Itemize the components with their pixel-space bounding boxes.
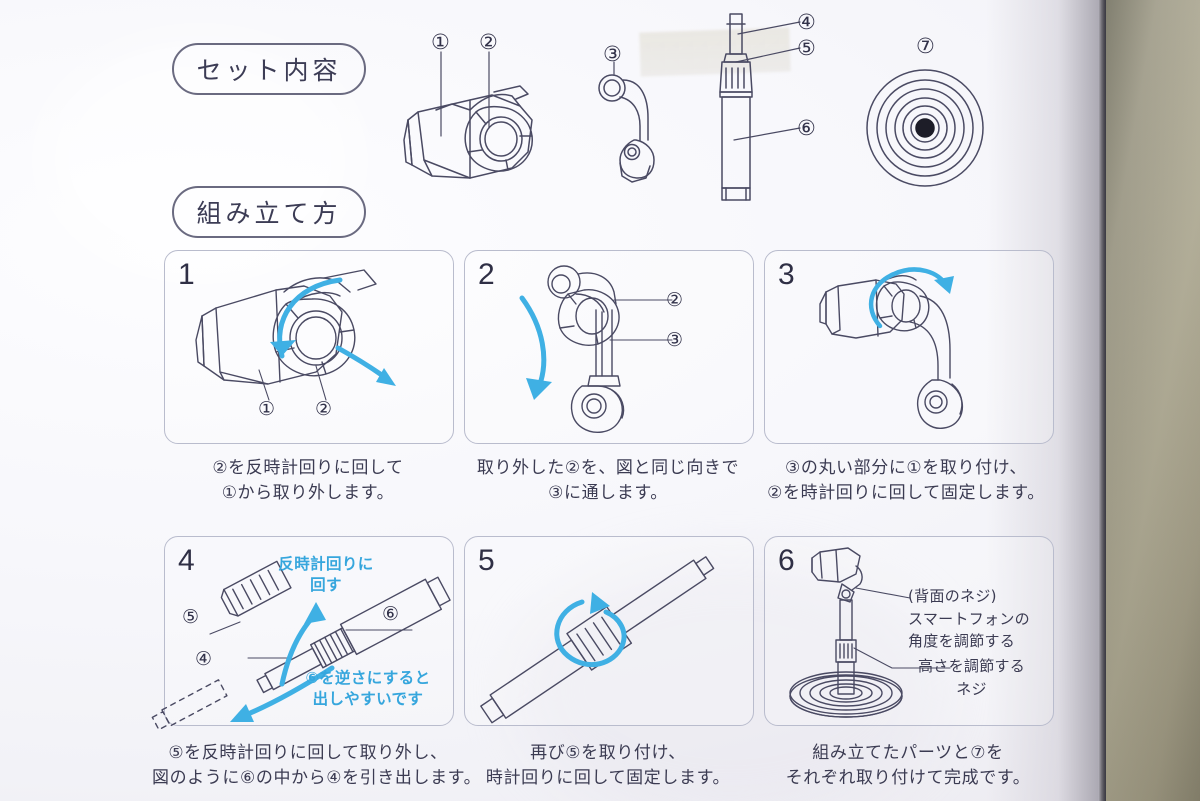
step-2-callout-2: ② [666, 289, 684, 311]
step-1-caption: ②を反時計回りに回して ①から取り外します。 [164, 456, 452, 505]
step-4-note-1-line-2: 回す [310, 575, 342, 594]
step-3-caption-line-1: ③の丸い部分に①を取り付け、 [784, 458, 1028, 478]
step-4-callout-5: ⑤ [182, 606, 200, 628]
step-number-5: 5 [478, 544, 495, 577]
step-6-caption-line-2: それぞれ取り付けて完成です。 [785, 767, 1031, 788]
step-6-annotation-2-line-1: 高さを調節する [918, 657, 1026, 675]
background-surface [1105, 0, 1200, 801]
step-6-annotation-1-line-1: (背面のネジ) [908, 587, 997, 605]
step-6-caption-line-1: 組み立てたパーツと⑦を [812, 743, 1004, 763]
step-5-caption: 再び⑤を取り付け、 時計回りに回して固定します。 [464, 741, 752, 790]
assembly-heading-label: 組み立て方 [196, 199, 342, 228]
part-number-4: ④ [797, 10, 816, 34]
step-5-caption-line-2: 時計回りに回して固定します。 [485, 767, 731, 788]
parts-heading-pill: セット内容 [172, 43, 366, 95]
step-number-1: 1 [178, 258, 195, 291]
step-number-6: 6 [778, 544, 795, 577]
step-2-callout-3: ③ [666, 329, 684, 351]
step-4-callout-4: ④ [195, 648, 213, 670]
paper-shadow [520, 560, 940, 801]
step-panel-1 [164, 250, 454, 444]
step-4-callout-6: ⑥ [382, 603, 400, 625]
step-1-caption-line-2: ①から取り外します。 [221, 482, 395, 503]
part-clamp-knob-art [403, 85, 533, 179]
step-2-caption-line-2: ③に通します。 [548, 482, 668, 503]
step-6-art [764, 536, 1052, 724]
step-panel-3 [764, 250, 1054, 444]
part-base-art [866, 69, 984, 187]
step-2-caption-line-1: 取り外した②を、図と同じ向きで [476, 458, 740, 478]
step-4-caption-line-1: ⑤を反時計回りに回して取り外し、 [168, 743, 448, 763]
parts-diagram [0, 0, 1100, 235]
step-2-caption: 取り外した②を、図と同じ向きで ③に通します。 [464, 456, 752, 505]
step-6-annotation-1-line-2: スマートフォンの [908, 609, 1030, 628]
step-4-note-2-line-2: 出しやすいです [312, 689, 424, 708]
step-3-art [764, 250, 1052, 442]
box-edge [1098, 0, 1106, 801]
part-number-7: ⑦ [916, 34, 935, 58]
step-number-3: 3 [778, 258, 795, 291]
step-number-2: 2 [478, 258, 495, 291]
step-4-note-invert-tip: ⑥を逆さにすると 出しやすいです [288, 668, 448, 710]
step-number-4: 4 [178, 544, 195, 577]
part-pole-art [719, 13, 753, 201]
step-panel-4 [164, 536, 454, 726]
step-3-caption-line-2: ②を時計回りに回して固定します。 [767, 482, 1045, 503]
step-2-art [464, 250, 752, 442]
step-1-caption-line-1: ②を反時計回りに回して [212, 458, 404, 478]
part-number-2: ② [479, 30, 498, 54]
part-curved-arm-art [598, 74, 655, 183]
step-6-caption: 組み立てたパーツと⑦を それぞれ取り付けて完成です。 [760, 741, 1056, 790]
step-4-note-2-line-1: ⑥を逆さにすると [305, 669, 431, 687]
step-3-caption: ③の丸い部分に①を取り付け、 ②を時計回りに回して固定します。 [756, 456, 1056, 505]
step-4-caption: ⑤を反時計回りに回して取り外し、 図のように⑥の中から④を引き出します。 [152, 741, 482, 790]
part-number-5: ⑤ [797, 36, 816, 60]
step-panel-5 [464, 536, 754, 726]
step-6-annotation-2-line-2: ネジ [956, 679, 987, 698]
step-5-art [464, 536, 752, 724]
part-number-1: ① [431, 30, 450, 54]
step-1-art [164, 250, 452, 442]
step-4-note-1-line-1: 反時計回りに [278, 555, 374, 573]
part-number-3: ③ [603, 42, 622, 66]
part-number-6: ⑥ [797, 116, 816, 140]
step-1-callout-1: ① [258, 398, 276, 420]
step-6-annotation-height: 高さを調節する ネジ [918, 655, 1025, 700]
step-6-annotation-angle: (背面のネジ) スマートフォンの 角度を調節する [908, 585, 1030, 653]
step-5-caption-line-1: 再び⑤を取り付け、 [530, 743, 686, 763]
step-4-note-counterclockwise: 反時計回りに 回す [262, 554, 390, 596]
step-4-art [151, 536, 452, 731]
step-4-caption-line-2: 図のように⑥の中から④を引き出します。 [152, 767, 482, 788]
parts-heading-label: セット内容 [196, 56, 342, 85]
step-6-annotation-1-line-3: 角度を調節する [908, 632, 1016, 650]
step-1-callout-2: ② [315, 398, 333, 420]
assembly-heading-pill: 組み立て方 [172, 186, 366, 238]
paper-edge-shading [986, 0, 1106, 801]
